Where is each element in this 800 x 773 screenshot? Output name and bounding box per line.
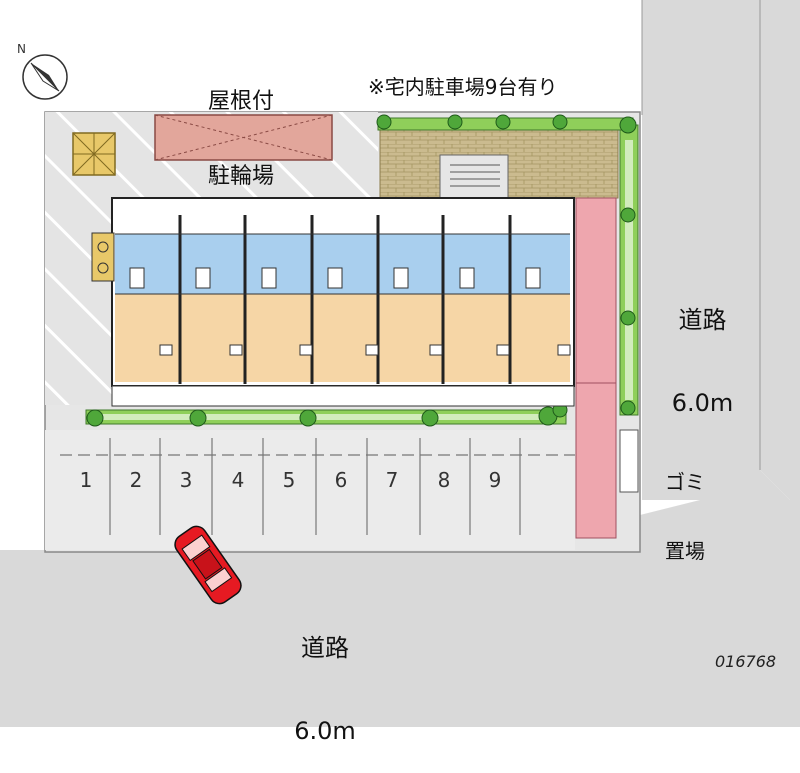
units <box>111 215 575 407</box>
garbage-line1: ゴミ <box>665 470 705 494</box>
road-east-strip <box>642 0 760 500</box>
parking-lot <box>45 430 575 550</box>
parking-slot-7: 7 <box>385 468 399 492</box>
roof-bike-parking-label: 屋根付 駐輪場 <box>196 38 286 215</box>
parking-note: ※宅内駐車場9台有り <box>368 75 558 99</box>
road-south-label: 道路 6.0m <box>265 580 385 773</box>
parking-slot-1: 1 <box>79 468 93 492</box>
parking-slot-4: 4 <box>231 468 245 492</box>
roof-bike-line1: 屋根付 <box>207 88 274 114</box>
pink-walkway <box>575 197 617 539</box>
road-east-label: 道路 6.0m <box>650 252 755 445</box>
roof-bike-line2: 駐輪場 <box>207 164 274 190</box>
garbage-label: ゴミ 置場 <box>655 425 715 586</box>
car-icon <box>174 525 242 605</box>
parking-slot-8: 8 <box>437 468 451 492</box>
parking-slot-6: 6 <box>334 468 348 492</box>
compass-icon: N <box>17 42 68 100</box>
parking-slot-3: 3 <box>179 468 193 492</box>
road-east-line2: 6.0m <box>671 388 734 417</box>
road-east-line1: 道路 <box>678 306 727 335</box>
driveway-hatched <box>45 112 378 405</box>
road-south-line1: 道路 <box>301 634 349 663</box>
svg-text:N: N <box>17 42 26 56</box>
parking-slot-2: 2 <box>129 468 143 492</box>
parking-slot-9: 9 <box>488 468 502 492</box>
parking-slot-5: 5 <box>282 468 296 492</box>
map-id: 016768 <box>715 652 777 671</box>
site-map: N <box>0 0 800 727</box>
garbage-area <box>619 429 639 493</box>
garbage-line2: 置場 <box>665 539 705 563</box>
road-south-line2: 6.0m <box>294 716 356 745</box>
washer-area <box>91 232 115 282</box>
tree-icon <box>86 114 637 427</box>
